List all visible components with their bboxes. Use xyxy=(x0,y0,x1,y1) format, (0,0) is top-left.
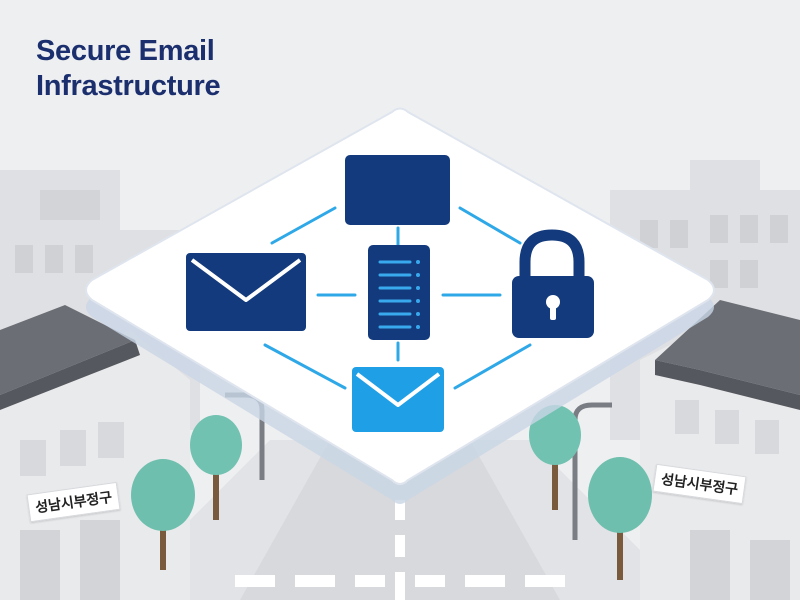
left-building xyxy=(0,305,190,600)
envelope-icon xyxy=(186,253,306,331)
server-icon xyxy=(368,245,430,340)
title-line-2: Infrastructure xyxy=(36,70,221,102)
right-building xyxy=(640,300,800,600)
title-line-1: Secure Email xyxy=(36,35,215,67)
envelope-icon xyxy=(352,367,444,432)
left-roof xyxy=(0,305,135,395)
trees xyxy=(131,405,652,580)
road xyxy=(110,440,690,600)
right-roof xyxy=(655,300,800,395)
crosswalk xyxy=(235,575,565,587)
padlock-icon xyxy=(512,229,594,338)
skyline-right-windows xyxy=(640,215,788,288)
page-title: Secure Email Infrastructure xyxy=(36,34,221,104)
connectors xyxy=(263,206,532,390)
window-icon xyxy=(345,155,450,225)
